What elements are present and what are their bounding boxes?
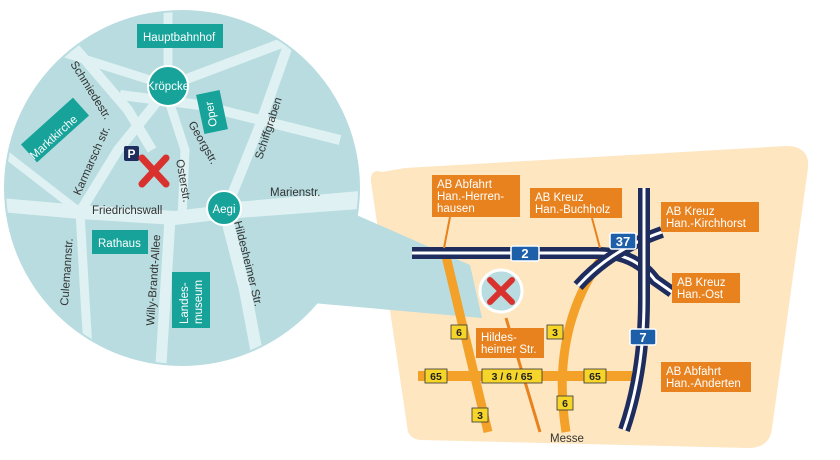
svg-text:7: 7 [639, 330, 646, 345]
highway-a2 [412, 247, 676, 297]
svg-text:6: 6 [456, 327, 462, 339]
street-lower-left [6, 146, 83, 216]
svg-text:3 / 6 / 65: 3 / 6 / 65 [492, 371, 533, 383]
street-label-culemannstr: Culemannstr. [59, 238, 76, 306]
exit-label-kirchhorst: AB Kreuz Han.-Kirchhorst [661, 202, 759, 232]
svg-text:3: 3 [477, 410, 483, 422]
svg-text:3: 3 [552, 327, 558, 339]
inset-map: Schmiedestr. Karmarsch str. Georgstr. Sc… [4, 10, 360, 366]
svg-text:AB Kreuz: AB Kreuz [535, 192, 584, 204]
street-osterstr [163, 96, 190, 219]
destination-x-icon [138, 154, 170, 188]
svg-text:AB Abfahrt: AB Abfahrt [437, 179, 493, 191]
exit-label-hildesheimer: Hildes- heimer Str. [476, 328, 544, 358]
svg-text:Aegi: Aegi [212, 204, 235, 216]
svg-text:37: 37 [616, 234, 630, 249]
exit-label-buchholz: AB Kreuz Han.-Buchholz [530, 188, 622, 249]
svg-text:Han.-Buchholz: Han.-Buchholz [535, 204, 611, 216]
street-label-marienstr: Marienstr. [270, 187, 321, 199]
exit-label-anderten: AB Abfahrt Han.-Anderten [661, 362, 751, 392]
svg-text:AB Abfahrt: AB Abfahrt [666, 366, 722, 378]
street-schiffgraben [220, 38, 295, 214]
highway-a7 [618, 188, 650, 432]
landmark-landesmuseum: Landes- museum [172, 272, 210, 328]
street-schmiedestr [71, 44, 157, 153]
svg-text:2: 2 [521, 246, 528, 261]
landmark-oper: Oper [196, 89, 228, 135]
street-upper-right [166, 35, 292, 91]
svg-text:Hildes-: Hildes- [481, 332, 517, 344]
road-shield-6-bottom: 6 [556, 395, 574, 411]
svg-text:Landes-: Landes- [179, 282, 191, 324]
svg-text:Han.-Kirchhorst: Han.-Kirchhorst [666, 218, 747, 230]
svg-text:P: P [127, 147, 135, 161]
messe-label: Messe [550, 433, 584, 445]
svg-text:Han.-Ost: Han.-Ost [677, 289, 724, 301]
landmark-aegi: Aegi [206, 190, 242, 226]
svg-text:Hauptbahnhof: Hauptbahnhof [143, 32, 216, 44]
highway-shield-a37: 37 [609, 232, 637, 250]
svg-text:Rathaus: Rathaus [98, 238, 141, 250]
svg-text:6: 6 [562, 398, 568, 410]
svg-text:AB Kreuz: AB Kreuz [677, 277, 726, 289]
road-shield-3-top: 3 [546, 324, 564, 340]
svg-text:Oper: Oper [204, 100, 220, 127]
landmark-rathaus: Rathaus [92, 230, 148, 254]
svg-text:Han.-Herren-: Han.-Herren- [437, 191, 504, 203]
svg-text:65: 65 [430, 371, 442, 383]
road-6-line [441, 254, 493, 434]
highway-a37 [573, 226, 664, 291]
svg-text:65: 65 [589, 371, 601, 383]
street-label-friedrichswall: Friedrichswall [92, 205, 162, 217]
road-shield-65-left: 65 [424, 368, 448, 384]
street-marienstr [224, 191, 358, 213]
road-shield-6-top: 6 [450, 324, 468, 340]
exit-label-herrenhausen: AB Abfahrt Han.-Herren- hausen [432, 175, 520, 249]
road-shield-3-bottom: 3 [471, 407, 489, 423]
svg-text:AB Kreuz: AB Kreuz [666, 206, 715, 218]
svg-text:hausen: hausen [437, 203, 475, 215]
svg-text:museum: museum [193, 280, 205, 324]
svg-text:Han.-Anderten: Han.-Anderten [666, 378, 741, 390]
landmark-kroepcke: Kröpcke [147, 65, 189, 107]
svg-text:Kröpcke: Kröpcke [147, 81, 189, 93]
highway-shield-a7: 7 [629, 328, 657, 346]
destination-marker [478, 268, 524, 314]
exit-label-ost: AB Kreuz Han.-Ost [672, 273, 740, 303]
svg-text:heimer Str.: heimer Str. [481, 344, 537, 356]
road-shield-combo: 3 / 6 / 65 [481, 368, 543, 384]
highway-shield-a2: 2 [510, 245, 540, 262]
street-willy-brandt [154, 217, 176, 364]
street-karmarsch [75, 94, 164, 215]
road-shield-65-right: 65 [583, 368, 607, 384]
landmark-hauptbahnhof: Hauptbahnhof [137, 24, 223, 48]
parking-icon: P [124, 146, 139, 161]
